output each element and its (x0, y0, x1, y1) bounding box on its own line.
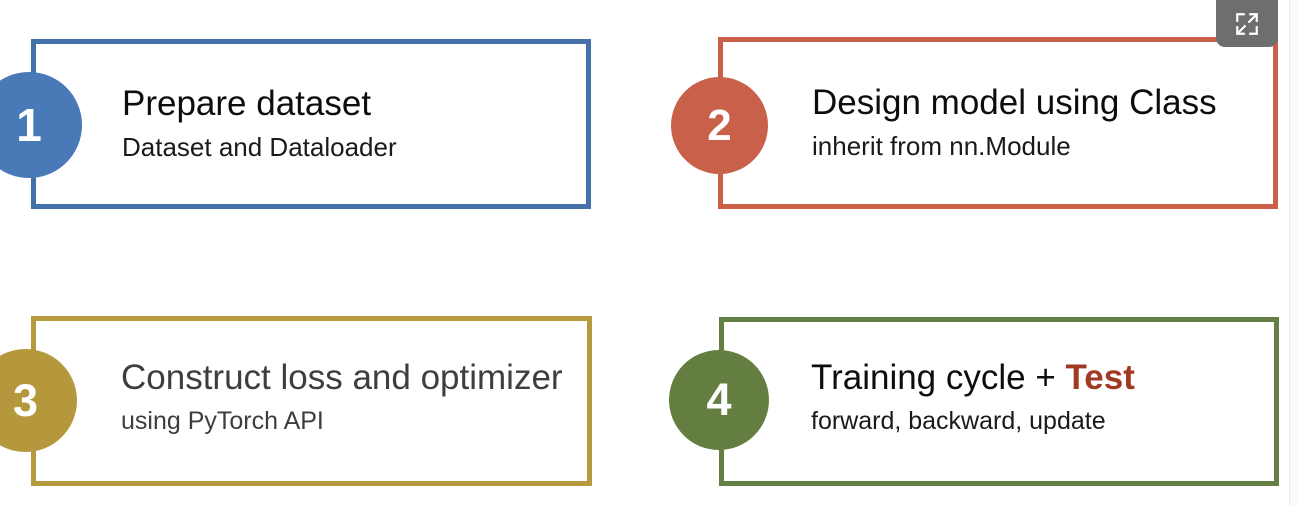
step-1-subtitle: Dataset and Dataloader (122, 132, 397, 162)
step-2-number-badge: 2 (671, 77, 768, 174)
step-4-title: Training cycle + Test (811, 358, 1135, 398)
step-2-box (718, 37, 1278, 209)
step-2-subtitle: inherit from nn.Module (812, 131, 1071, 161)
page-edge-strip (1289, 0, 1298, 506)
fullscreen-button[interactable] (1216, 0, 1278, 47)
step-4-title-accent: Test (1065, 358, 1135, 397)
step-4-text-block: Training cycle + Test forward, backward,… (811, 358, 1135, 437)
step-4-box (719, 317, 1279, 486)
step-2-title: Design model using Class (812, 83, 1217, 122)
step-1-box (31, 39, 591, 209)
step-2-text-block: Design model using Class inherit from nn… (812, 83, 1217, 162)
step-4-title-prefix: Training cycle + (811, 358, 1066, 397)
step-1-text-block: Prepare dataset Dataset and Dataloader (122, 84, 397, 163)
step-1-title: Prepare dataset (122, 84, 372, 123)
step-1-number-badge: 1 (0, 72, 82, 178)
step-3-title: Construct loss and optimizer (121, 358, 563, 397)
fullscreen-expand-icon (1234, 11, 1260, 37)
step-3-box (31, 316, 592, 486)
step-3-subtitle: using PyTorch API (121, 407, 324, 435)
step-4-subtitle: forward, backward, update (811, 407, 1106, 435)
step-3-text-block: Construct loss and optimizer using PyTor… (121, 358, 563, 437)
step-4-number-badge: 4 (669, 350, 769, 450)
